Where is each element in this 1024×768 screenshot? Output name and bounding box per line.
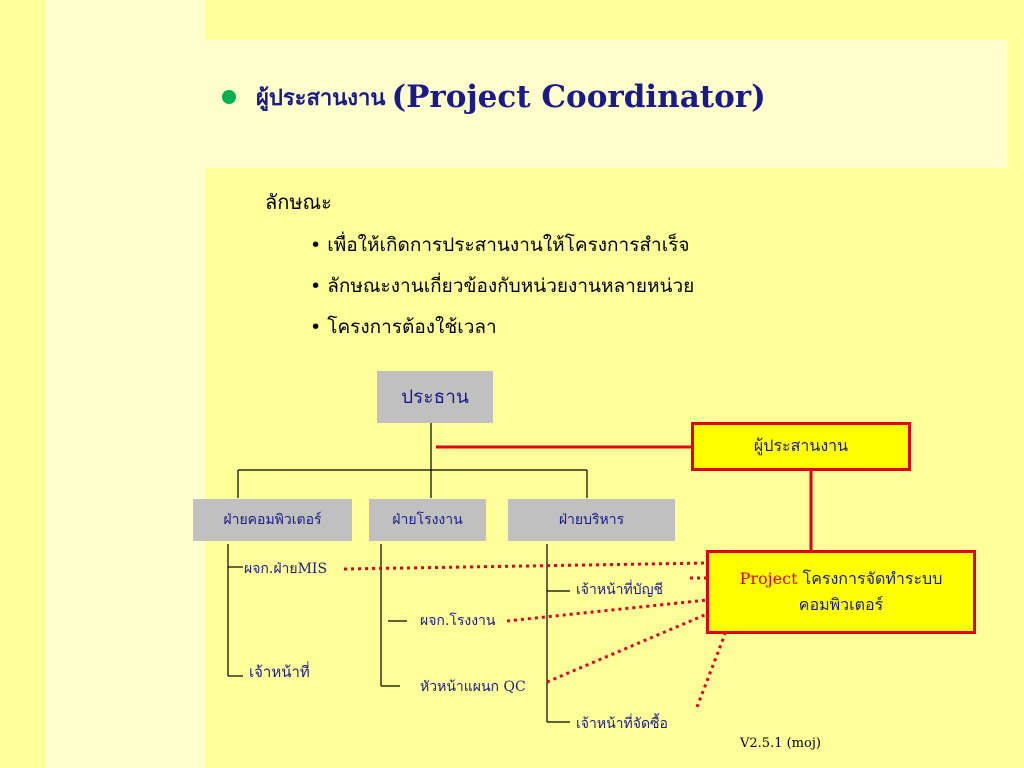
- department-box: ฝ่ายบริหาร: [508, 499, 675, 541]
- title-english: (Project Coordinator): [391, 79, 766, 115]
- coordinator-label: ผู้ประสานงาน: [753, 436, 849, 455]
- department-box: ฝ่ายคอมพิวเตอร์: [193, 499, 352, 541]
- project-box: Project โครงการจัดทำระบบ คอมพิวเตอร์: [706, 550, 976, 634]
- purchasing-officer-label: เจ้าหน้าที่จัดซื้อ: [576, 716, 668, 732]
- list-item: โครงการต้องใช้เวลา: [310, 310, 694, 351]
- section-heading: ลักษณะ: [265, 190, 332, 214]
- list-item: เพื่อให้เกิดการประสานงานให้โครงการสำเร็จ: [310, 228, 694, 269]
- left-panel: [45, 0, 205, 768]
- department-box: ฝ่ายโรงงาน: [369, 499, 486, 541]
- mis-manager-label: ผจก.ฝ่ายMIS: [244, 561, 328, 577]
- title-thai: ผู้ประสานงาน: [256, 84, 386, 111]
- chairman-box: ประธาน: [377, 371, 493, 423]
- project-link-qc: [546, 612, 708, 684]
- department-label: ฝ่ายคอมพิวเตอร์: [223, 512, 322, 528]
- project-link-purchasing: [695, 633, 727, 708]
- coordinator-box: ผู้ประสานงาน: [691, 422, 911, 471]
- characteristics-list: เพื่อให้เกิดการประสานงานให้โครงการสำเร็จ…: [310, 228, 694, 351]
- list-item: ลักษณะงานเกี่ยวข้องกับหน่วยงานหลายหน่วย: [310, 269, 694, 310]
- slide-title: ผู้ประสานงาน (Project Coordinator): [222, 75, 766, 119]
- bullet-icon: [222, 90, 236, 104]
- version-footer: V2.5.1 (moj): [740, 736, 821, 751]
- department-label: ฝ่ายบริหาร: [558, 512, 625, 528]
- project-line-2: คอมพิวเตอร์: [798, 595, 884, 614]
- project-title: โครงการจัดทำระบบ: [802, 569, 943, 588]
- title-panel: [205, 40, 1008, 168]
- project-link-factory: [506, 598, 708, 623]
- computer-officer-label: เจ้าหน้าที่: [249, 663, 310, 681]
- project-prefix: Project: [739, 569, 798, 588]
- department-label: ฝ่ายโรงงาน: [392, 512, 463, 528]
- qc-head-label: หัวหน้าแผนก QC: [420, 679, 526, 695]
- project-line-1: Project โครงการจัดทำระบบ: [740, 566, 943, 592]
- project-link-mis: [343, 561, 708, 571]
- accounting-officer-label: เจ้าหน้าที่บัญชี: [576, 582, 664, 598]
- chairman-label: ประธาน: [401, 386, 469, 408]
- factory-manager-label: ผจก.โรงงาน: [420, 613, 496, 629]
